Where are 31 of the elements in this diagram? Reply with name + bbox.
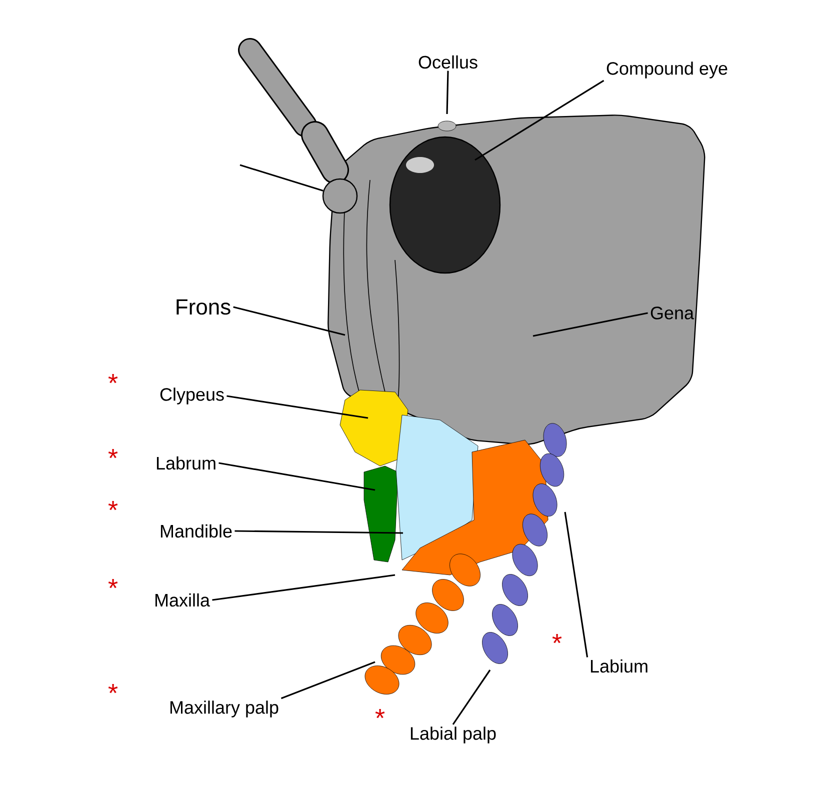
part-label: Labial palp xyxy=(410,726,496,744)
leader-line xyxy=(233,306,346,336)
leader-line xyxy=(212,574,396,601)
leader-line xyxy=(564,512,588,658)
asterisk: * xyxy=(108,449,118,458)
part-label: Gena xyxy=(650,306,694,320)
part-label: Clypeus xyxy=(160,388,224,404)
asterisk: * xyxy=(375,709,385,718)
leader-line xyxy=(474,80,604,161)
part-label: Labium xyxy=(590,659,648,673)
asterisk: * xyxy=(552,634,562,644)
leader-line xyxy=(532,312,648,337)
leader-line xyxy=(240,164,324,192)
part-label: Maxillary palp xyxy=(170,700,278,718)
leader-line xyxy=(446,70,449,114)
leader-line xyxy=(280,661,376,700)
leader-line xyxy=(452,670,491,725)
leader-line xyxy=(226,395,368,419)
asterisk: * xyxy=(108,374,118,384)
part-label: Compound eye xyxy=(606,62,728,78)
antenna-drawing xyxy=(238,38,358,214)
asterisk: * xyxy=(108,684,118,694)
leader-line xyxy=(218,462,376,491)
part-label: Ocellus xyxy=(418,55,478,69)
asterisk: * xyxy=(108,501,118,510)
asterisk: * xyxy=(108,579,118,588)
part-label: Mandible xyxy=(160,524,232,538)
leader-line xyxy=(234,530,404,534)
part-label: Frons xyxy=(176,299,230,315)
part-label: Maxilla xyxy=(155,593,210,607)
part-label: Labrum xyxy=(156,456,216,470)
